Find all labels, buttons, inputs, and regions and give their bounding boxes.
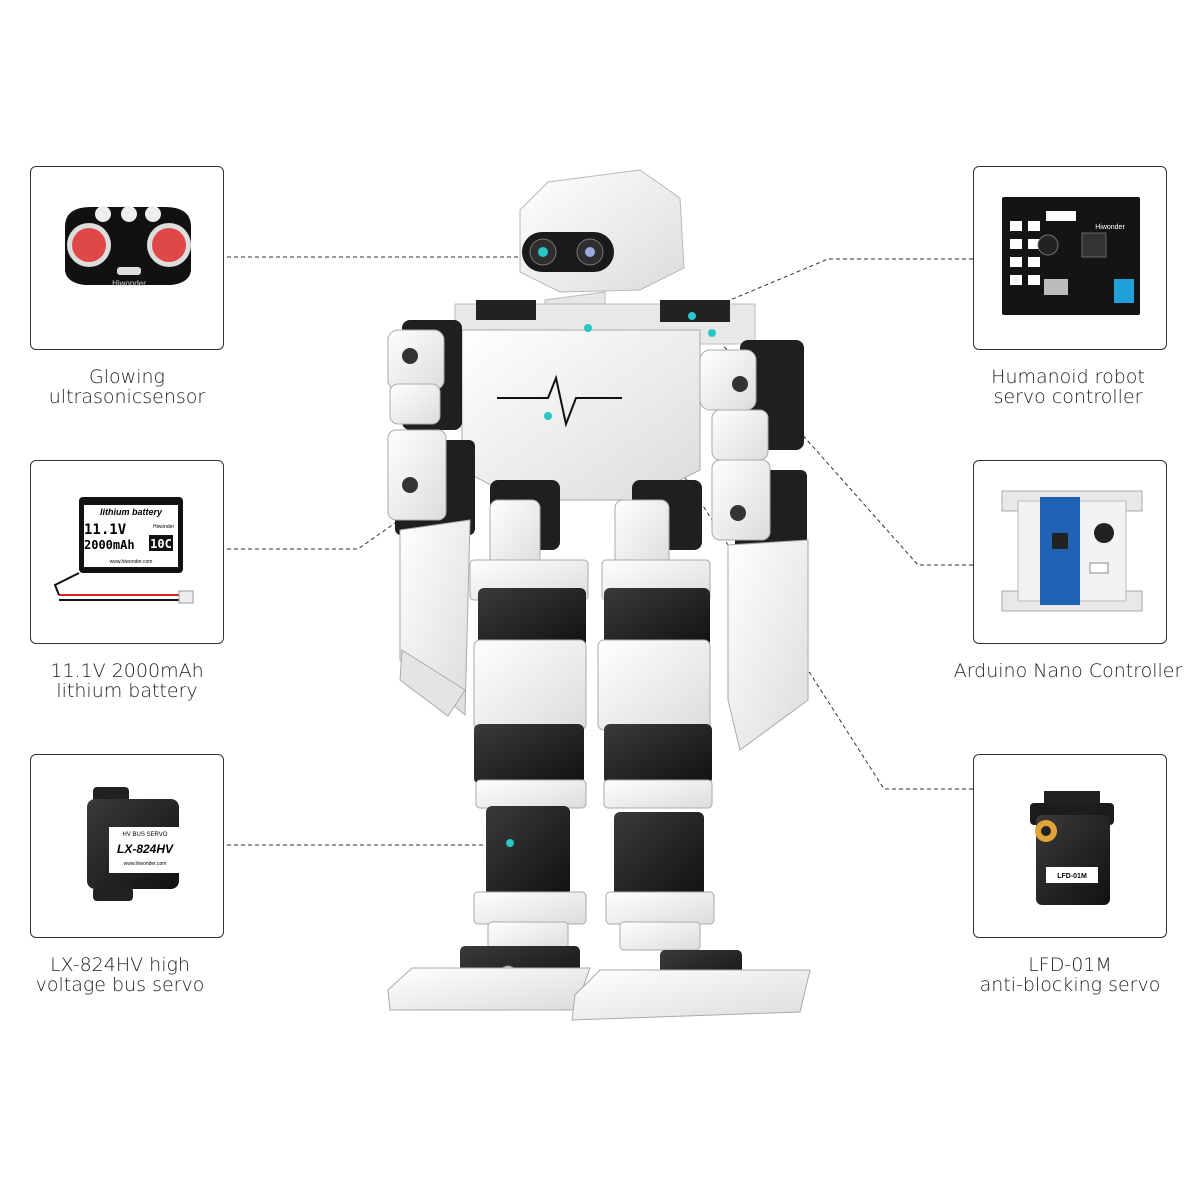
battery-caption-line2: lithium battery <box>56 680 198 702</box>
battery-label-brand: Hiwonder <box>153 524 174 530</box>
robot-head <box>519 169 685 323</box>
lfd-servo-caption-line1: LFD-01M <box>1028 954 1112 976</box>
robot-right-arm <box>699 340 809 751</box>
servo-controller-image: Hiwonder <box>1002 197 1140 315</box>
arduino-caption: Arduino Nano Controller <box>948 661 1188 681</box>
battery-image: lithium battery 11.1V Hiwonder 2000mAh 1… <box>53 497 194 604</box>
battery-label-title: lithium battery <box>100 507 163 517</box>
lfd-servo-caption-line2: anti-blocking servo <box>979 974 1161 996</box>
battery-label-rate: 10C <box>150 537 172 551</box>
ultrasonic-sensor-image: Hiwonder <box>65 206 191 288</box>
battery-caption: 11.1V 2000mAh lithium battery <box>7 661 247 701</box>
servo-controller-caption-line1: Humanoid robot <box>991 366 1145 388</box>
leader-lfd-servo <box>589 328 973 790</box>
robot-right-leg <box>571 559 811 1021</box>
ultrasonic-caption-line1: Glowing <box>89 366 165 388</box>
robot-left-leg <box>387 559 591 1011</box>
ultrasonic-brand: Hiwonder <box>112 279 146 288</box>
battery-label-url: www.hiwonder.com <box>110 559 153 565</box>
arduino-image <box>1001 490 1143 612</box>
lfd-servo-label-model: LFD-01M <box>1057 873 1087 880</box>
arduino-box <box>973 460 1167 644</box>
servo-controller-box: Hiwonder <box>973 166 1167 350</box>
battery-label-voltage: 11.1V <box>84 522 127 538</box>
ultrasonic-caption-line2: ultrasonicsensor <box>48 386 206 408</box>
lfd-servo-caption: LFD-01M anti-blocking servo <box>950 955 1190 995</box>
bus-servo-label-top: HV BUS SERVO <box>123 832 168 838</box>
bus-servo-caption-line1: LX-824HV high <box>50 954 190 976</box>
arduino-caption-line1: Arduino Nano Controller <box>953 660 1183 682</box>
bus-servo-caption: LX-824HV high voltage bus servo <box>0 955 240 995</box>
ultrasonic-caption: Glowing ultrasonicsensor <box>7 367 247 407</box>
servo-controller-caption: Humanoid robot servo controller <box>948 367 1188 407</box>
robot-torso <box>461 312 716 501</box>
bus-servo-label-model: LX-824HV <box>117 842 174 856</box>
bus-servo-box: HV BUS SERVO LX-824HV www.hiwonder.com <box>30 754 224 938</box>
chest-pulse-line <box>497 374 622 428</box>
battery-label-capacity: 2000mAh <box>84 538 135 552</box>
robot-left-arm <box>387 320 475 717</box>
lfd-servo-image: LFD-01M <box>1030 791 1114 905</box>
ultrasonic-sensor-box: Hiwonder <box>30 166 224 350</box>
bus-servo-caption-line2: voltage bus servo <box>35 974 205 996</box>
bus-servo-label-url: www.hiwonder.com <box>124 861 167 867</box>
servo-controller-brand: Hiwonder <box>1095 224 1125 231</box>
battery-box: lithium battery 11.1V Hiwonder 2000mAh 1… <box>30 460 224 644</box>
servo-controller-caption-line2: servo controller <box>993 386 1143 408</box>
lfd-servo-box: LFD-01M <box>973 754 1167 938</box>
bus-servo-image: HV BUS SERVO LX-824HV www.hiwonder.com <box>87 787 181 901</box>
battery-caption-line1: 11.1V 2000mAh <box>50 660 204 682</box>
leader-battery <box>227 415 549 550</box>
